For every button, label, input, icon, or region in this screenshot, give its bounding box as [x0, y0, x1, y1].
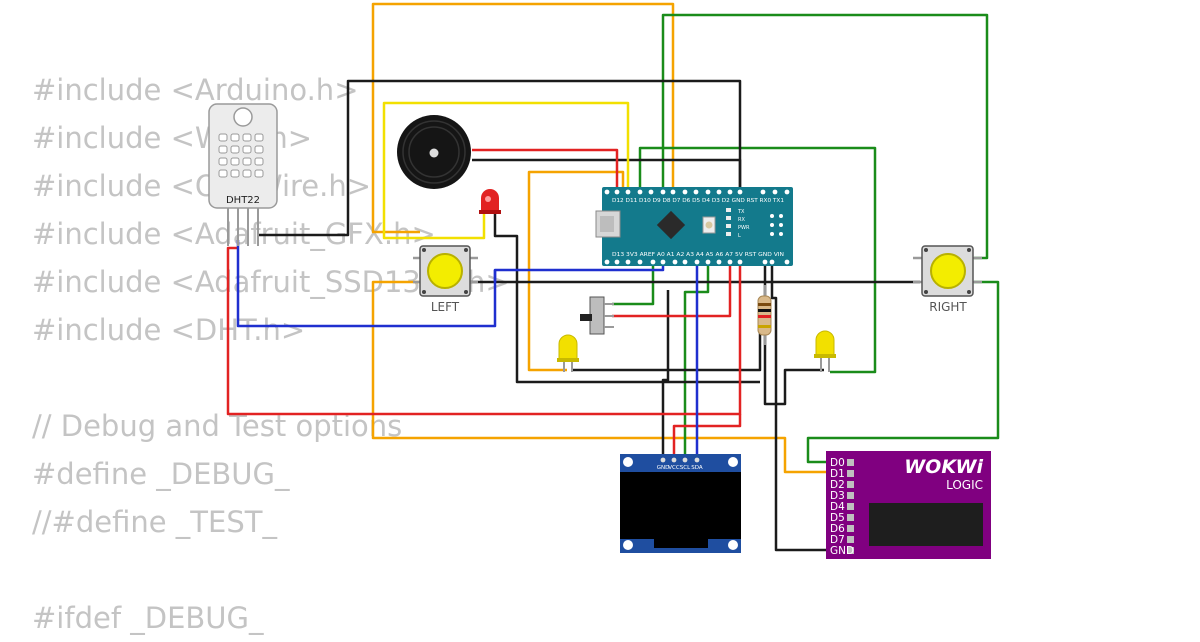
code-line: #define _DEBUG_ [32, 457, 290, 491]
arduino-top-pin-labels: D12 D11 D10 D9 D8 D7 D6 D5 D4 D3 D2 GND … [612, 198, 784, 204]
code-line: #include <Arduino.h> [32, 73, 359, 107]
code-line: #include <Adafruit_GFX.h> [32, 217, 436, 251]
dht22-label: DHT22 [226, 195, 260, 206]
button-left[interactable]: LEFT [413, 245, 478, 314]
dht22-sensor[interactable]: DHT22 [208, 103, 278, 246]
wire-black-buzzer [472, 158, 742, 192]
code-editor-background: #include <Arduino.h>#include <Wire.h>#in… [32, 66, 510, 642]
button-right[interactable]: RIGHT [913, 245, 982, 314]
button-right-label: RIGHT [929, 300, 967, 314]
logic-analyzer[interactable]: WOKWi LOGIC D0 D1 D2 D3 D4 D5 D6 D7 GND [826, 451, 991, 559]
code-line: #include <DHT.h> [32, 313, 306, 347]
mcu-chip [656, 210, 686, 240]
buzzer[interactable] [397, 115, 471, 189]
led-red[interactable] [479, 189, 501, 214]
button-left-label: LEFT [431, 300, 460, 314]
logic-subtitle: LOGIC [946, 478, 983, 492]
wire-black-gnd-dht [258, 79, 742, 237]
oled-display[interactable]: GNDVCCSCLSDA [620, 454, 741, 553]
wire-black-oled-gnd [661, 290, 670, 460]
wire-black-led [493, 213, 760, 384]
wire-red-switch [612, 262, 732, 318]
wire-orange-led [527, 170, 625, 372]
wire-red-vcc [226, 246, 742, 416]
wire-blue-a0 [236, 240, 665, 328]
wire-orange-d7 [371, 2, 675, 234]
wire-green-logic [806, 280, 1000, 464]
wire-black-gnd [763, 262, 824, 406]
arduino-nano[interactable]: D12 D11 D10 D9 D8 D7 D6 D5 D4 D3 D2 GND … [595, 187, 793, 266]
oled-pin-labels: GNDVCCSCLSDA [657, 465, 703, 471]
resistor[interactable] [757, 285, 772, 345]
led-yellow-left[interactable] [557, 334, 579, 372]
oled-screen [620, 472, 741, 539]
wire-green-d5 [661, 13, 989, 260]
wire-orange-left [371, 280, 826, 474]
wire-red-oled [672, 414, 742, 460]
wire-green-switch [612, 262, 655, 306]
wire-yellow-buzzer [382, 101, 630, 240]
slide-switch[interactable] [580, 296, 614, 335]
logic-window [869, 503, 983, 546]
wire-green-led [638, 146, 877, 374]
code-line: //#define _TEST_ [32, 505, 277, 539]
code-line: #ifdef _DEBUG_ [32, 601, 264, 635]
arduino-top-header [604, 189, 790, 195]
led-yellow-right[interactable] [814, 330, 836, 372]
arduino-bottom-header [604, 259, 790, 265]
logic-brand: WOKWi [904, 456, 983, 478]
arduino-bottom-pin-labels: D13 3V3 AREF A0 A1 A2 A3 A4 A5 A6 A7 5V … [612, 252, 784, 258]
wire-red-buzzer [472, 148, 619, 192]
wire-black-gnd2 [770, 262, 826, 552]
logic-channel-labels: D0 D1 D2 D3 D4 D5 D6 D7 GND [830, 457, 854, 557]
logic-pins [847, 459, 854, 554]
